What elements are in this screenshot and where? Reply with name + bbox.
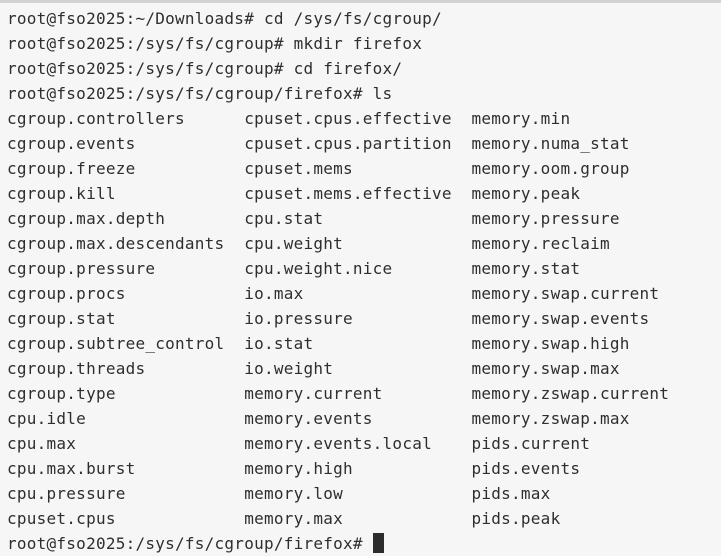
file-name: memory.numa_stat [471, 134, 630, 153]
terminal-line: root@fso2025:/sys/fs/cgroup# cd firefox/ [7, 56, 721, 81]
file-name: cpu.idle [7, 409, 245, 428]
file-name: memory.zswap.max [471, 409, 630, 428]
file-name: cgroup.events [7, 134, 245, 153]
terminal-line: cgroup.stat io.pressure memory.swap.even… [7, 306, 721, 331]
file-name: cgroup.stat [7, 309, 245, 328]
file-name: cpuset.cpus.partition [244, 134, 472, 153]
terminal-line: cpu.max memory.events.local pids.current [7, 431, 721, 456]
terminal-screen[interactable]: root@fso2025:~/Downloads# cd /sys/fs/cgr… [7, 6, 721, 556]
terminal-cursor [372, 533, 384, 553]
file-name: memory.swap.current [471, 284, 660, 303]
terminal-line: cgroup.threads io.weight memory.swap.max [7, 356, 721, 381]
file-name: cpu.stat [244, 209, 472, 228]
file-name: cgroup.kill [7, 184, 245, 203]
file-name: memory.swap.high [471, 334, 630, 353]
terminal-line: cpu.max.burst memory.high pids.events [7, 456, 721, 481]
file-name: memory.swap.events [471, 309, 650, 328]
prompt: root@fso2025:/sys/fs/cgroup/firefox# [7, 534, 363, 553]
file-name: cgroup.max.depth [7, 209, 245, 228]
file-name: cgroup.procs [7, 284, 245, 303]
file-name: memory.min [471, 109, 571, 128]
prompt: root@fso2025:/sys/fs/cgroup# [7, 34, 284, 53]
file-name: cpu.weight [244, 234, 472, 253]
terminal-line: root@fso2025:/sys/fs/cgroup# mkdir firef… [7, 31, 721, 56]
file-name: memory.high [244, 459, 472, 478]
file-name: cgroup.freeze [7, 159, 245, 178]
file-name: cgroup.max.descendants [7, 234, 245, 253]
file-name: memory.zswap.current [471, 384, 670, 403]
terminal-line: cgroup.max.descendants cpu.weight memory… [7, 231, 721, 256]
terminal-line: cgroup.subtree_control io.stat memory.sw… [7, 331, 721, 356]
prompt-space [363, 534, 373, 553]
command: cd firefox/ [283, 59, 403, 78]
file-name: cpu.pressure [7, 484, 245, 503]
file-name: cpu.max [7, 434, 245, 453]
file-name: cgroup.controllers [7, 109, 245, 128]
file-name: memory.low [244, 484, 472, 503]
prompt: root@fso2025:~/Downloads# [7, 9, 255, 28]
terminal-line: root@fso2025:/sys/fs/cgroup/firefox# ls [7, 81, 721, 106]
file-name: io.max [244, 284, 472, 303]
file-name: memory.swap.max [471, 359, 620, 378]
terminal-line: cgroup.pressure cpu.weight.nice memory.s… [7, 256, 721, 281]
terminal-line: cgroup.kill cpuset.mems.effective memory… [7, 181, 721, 206]
terminal-line: cgroup.freeze cpuset.mems memory.oom.gro… [7, 156, 721, 181]
file-name: memory.peak [471, 184, 581, 203]
file-name: cpuset.cpus.effective [244, 109, 472, 128]
prompt: root@fso2025:/sys/fs/cgroup/firefox# [7, 84, 363, 103]
file-name: cgroup.threads [7, 359, 245, 378]
command: mkdir firefox [283, 34, 423, 53]
file-name: cpuset.mems [244, 159, 472, 178]
terminal-line: cpuset.cpus memory.max pids.peak [7, 506, 721, 531]
terminal-line: cgroup.type memory.current memory.zswap.… [7, 381, 721, 406]
file-name: memory.current [244, 384, 472, 403]
file-name: cpuset.cpus [7, 509, 245, 528]
file-name: cgroup.pressure [7, 259, 245, 278]
terminal-line: cpu.idle memory.events memory.zswap.max [7, 406, 721, 431]
file-name: cgroup.subtree_control [7, 334, 245, 353]
file-name: memory.max [244, 509, 472, 528]
command: ls [362, 84, 393, 103]
terminal-line: cgroup.events cpuset.cpus.partition memo… [7, 131, 721, 156]
terminal-line: cgroup.procs io.max memory.swap.current [7, 281, 721, 306]
file-name: memory.events [244, 409, 472, 428]
file-name: pids.max [471, 484, 551, 503]
terminal-line: cpu.pressure memory.low pids.max [7, 481, 721, 506]
file-name: memory.events.local [244, 434, 472, 453]
file-name: io.weight [244, 359, 472, 378]
terminal-line: cgroup.max.depth cpu.stat memory.pressur… [7, 206, 721, 231]
file-name: cgroup.type [7, 384, 245, 403]
window-top-strip [0, 0, 721, 3]
terminal-line: root@fso2025:/sys/fs/cgroup/firefox# [7, 531, 721, 556]
file-name: pids.events [471, 459, 581, 478]
file-name: io.stat [244, 334, 472, 353]
command: cd /sys/fs/cgroup/ [254, 9, 442, 28]
terminal-line: root@fso2025:~/Downloads# cd /sys/fs/cgr… [7, 6, 721, 31]
prompt: root@fso2025:/sys/fs/cgroup# [7, 59, 284, 78]
file-name: cpuset.mems.effective [244, 184, 472, 203]
file-name: memory.stat [471, 259, 581, 278]
file-name: memory.oom.group [471, 159, 630, 178]
terminal-line: cgroup.controllers cpuset.cpus.effective… [7, 106, 721, 131]
file-name: io.pressure [244, 309, 472, 328]
file-name: pids.current [471, 434, 591, 453]
file-name: cpu.max.burst [7, 459, 245, 478]
file-name: memory.reclaim [471, 234, 610, 253]
file-name: cpu.weight.nice [244, 259, 472, 278]
file-name: pids.peak [471, 509, 561, 528]
file-name: memory.pressure [471, 209, 620, 228]
